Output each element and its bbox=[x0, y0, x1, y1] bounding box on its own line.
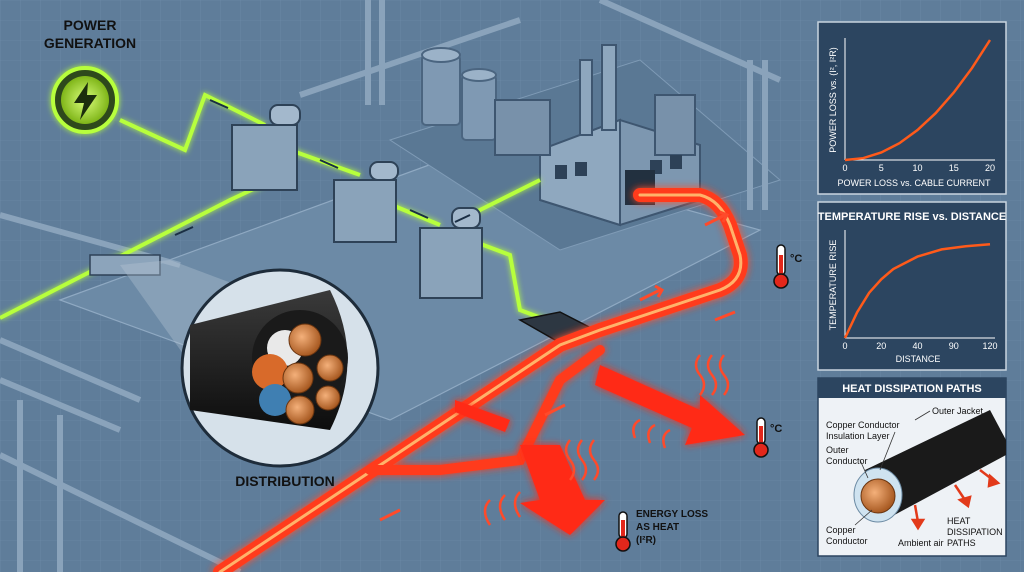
chart-1-y-label: POWER LOSS vs. (I², I²R) bbox=[828, 47, 838, 153]
energy-loss-line1: ENERGY LOSS bbox=[636, 509, 708, 520]
junction-box-small bbox=[89, 254, 161, 276]
label-conductor-bottom: Conductor bbox=[826, 536, 868, 546]
chart-2-tick-3: 90 bbox=[949, 341, 959, 351]
chart-2-x-label: DISTANCE bbox=[896, 354, 941, 364]
transformer-icon bbox=[333, 161, 399, 243]
heat-panel-title: HEAT DISSIPATION PATHS bbox=[842, 383, 982, 395]
temp-unit-label: °C bbox=[770, 423, 782, 435]
chart-2-series-line bbox=[843, 243, 991, 339]
chart-2-tick-2: 40 bbox=[912, 341, 922, 351]
heat-dissipation-panel: HEAT DISSIPATION PATHS Outer Jacket Copp… bbox=[817, 377, 1007, 557]
label-ambient-air: Ambient air bbox=[898, 538, 944, 548]
chart-2-tick-1: 20 bbox=[876, 341, 886, 351]
arrow-icon bbox=[455, 365, 745, 535]
chart-2-x-ticks: 0 20 40 90 120 bbox=[842, 341, 997, 351]
label-insulation-layer: Insulation Layer bbox=[826, 431, 890, 441]
transformer-icon bbox=[419, 207, 483, 299]
chart-1-series-line bbox=[844, 39, 992, 162]
heat-wave-icon bbox=[483, 354, 730, 526]
power-generation-label-line1: POWER bbox=[64, 17, 117, 33]
power-generation-label-line2: GENERATION bbox=[44, 35, 136, 51]
temp-unit-label: °C bbox=[790, 253, 802, 265]
chart-2-tick-0: 0 bbox=[842, 341, 847, 351]
label-outer-conductor: Conductor bbox=[826, 456, 868, 466]
label-heat-paths-3: PATHS bbox=[947, 538, 976, 548]
chart-1-tick-2: 10 bbox=[912, 163, 922, 173]
chart-1-tick-4: 20 bbox=[985, 163, 995, 173]
energy-loss-line3: (I²R) bbox=[636, 535, 656, 546]
chart-1-tick-0: 0 bbox=[842, 163, 847, 173]
chart-1-tick-1: 5 bbox=[879, 163, 884, 173]
lightning-bolt-icon bbox=[51, 66, 119, 134]
steel-structure bbox=[0, 0, 782, 572]
chart-1-x-ticks: 0 5 10 15 20 bbox=[842, 163, 995, 173]
label-heat-paths-1: HEAT bbox=[947, 516, 971, 526]
chart-1-tick-3: 15 bbox=[949, 163, 959, 173]
heat-cable bbox=[213, 188, 748, 572]
arrow-icon bbox=[910, 469, 1001, 531]
label-copper-conductor-top: Copper Conductor bbox=[826, 420, 900, 430]
copper-conductor-icon bbox=[860, 478, 896, 514]
thermometer-icon bbox=[773, 244, 789, 289]
chart-temperature: TEMPERATURE RISE vs. DISTANCE 0 20 40 90 120… bbox=[817, 201, 1007, 371]
chart-power-loss: 0 5 10 15 20 POWER LOSS vs. (I², I²R) POWER … bbox=[817, 21, 1007, 195]
chart-2-y-label: TEMPERATURE RISE bbox=[828, 240, 838, 331]
thermometer-icon bbox=[753, 417, 769, 458]
factory-icon bbox=[494, 44, 701, 227]
energy-loss-line2: AS HEAT bbox=[636, 522, 679, 533]
distribution-label: DISTRIBUTION bbox=[235, 473, 335, 489]
chart-2-tick-4: 120 bbox=[982, 341, 997, 351]
label-outer: Outer bbox=[826, 445, 849, 455]
flow-arrows bbox=[174, 99, 471, 236]
label-copper-bottom: Copper bbox=[826, 525, 856, 535]
label-heat-paths-2: DISSIPATION bbox=[947, 527, 1003, 537]
heat-flow-arrows bbox=[379, 210, 736, 522]
thermometer-icon bbox=[615, 511, 631, 552]
chart-2-title: TEMPERATURE RISE vs. DISTANCE bbox=[818, 211, 1006, 223]
chart-1-title: POWER LOSS vs. CABLE CURRENT bbox=[837, 178, 991, 188]
transformer-icon bbox=[231, 104, 301, 191]
cable-cross-section-icon bbox=[180, 268, 380, 468]
label-outer-jacket: Outer Jacket bbox=[932, 406, 984, 416]
